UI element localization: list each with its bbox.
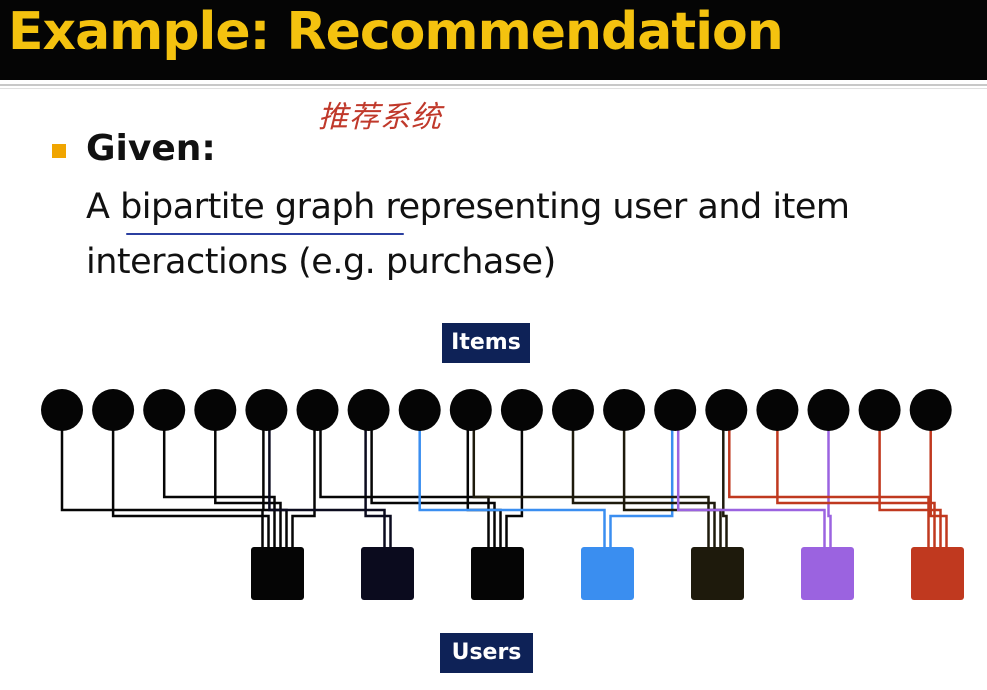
graph-edge [268,410,386,549]
item-node [347,389,390,431]
item-node [603,389,646,431]
handwritten-annotation: 推荐系统 [318,100,442,135]
graph-edge [776,410,936,549]
graph-edge [472,410,710,549]
graph-edge [728,410,930,549]
graph-edge [676,410,826,549]
graph-edge [319,410,490,549]
handwritten-underline [126,233,404,235]
graph-edge [622,410,722,549]
graph-edges [60,410,948,549]
item-node [92,389,135,431]
users-label: Users [440,633,533,673]
graph-edge [571,410,716,549]
graph-edge [162,410,276,549]
graph-edge [929,410,948,549]
item-node [194,389,237,431]
graph-edge [364,410,392,549]
slide-title: Example: Recommendation [8,2,784,62]
items-label: Items [442,323,530,363]
item-node [296,389,339,431]
item-node [705,389,748,431]
item-node [807,389,850,431]
user-node [691,547,744,600]
item-node [449,389,492,431]
bullet-square-icon [52,144,66,158]
user-node [581,547,634,600]
item-node [41,389,83,431]
title-divider [0,84,987,86]
bullet-text-start: A [86,187,121,227]
item-node [552,389,594,431]
item-node [398,389,441,431]
user-node [361,547,414,600]
bullet-text: A bipartite graph representing user and … [86,180,966,290]
user-node [251,547,304,600]
item-node [500,389,543,431]
title-divider-thin [0,88,987,89]
user-node [911,547,964,600]
graph-edge [505,410,524,549]
item-node [654,389,697,431]
graph-edge [827,410,832,549]
graph-edge [214,410,282,549]
graph-edge [878,410,942,549]
graph-edge [418,410,606,549]
graph-edge [722,410,728,549]
title-bar: Example: Recommendation [0,0,987,80]
graph-edge [60,410,264,549]
graph-edge [111,410,270,549]
user-node [801,547,854,600]
item-node [756,389,799,431]
item-node [245,389,288,431]
graph-edge [370,410,496,549]
graph-edge [609,410,674,549]
bullet-text-end: representing user and item interactions … [86,187,850,282]
user-node [471,547,524,600]
item-node [909,389,952,431]
bullet-heading: Given: [86,128,216,169]
bullet-text-underlined: bipartite graph [120,187,375,227]
item-node [143,389,186,431]
graph-edge [291,410,316,549]
item-node [858,389,901,431]
